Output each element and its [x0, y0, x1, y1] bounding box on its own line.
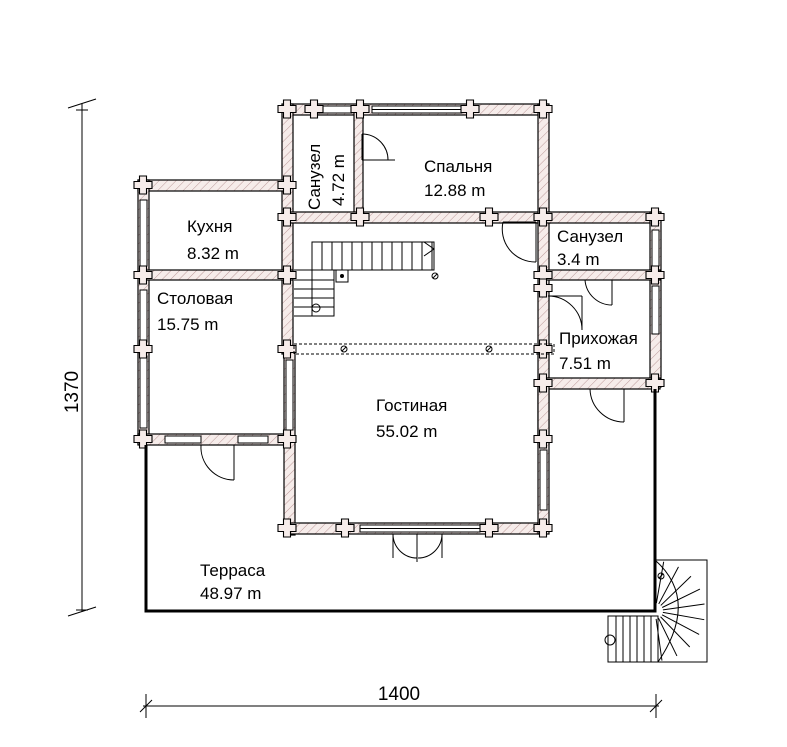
wall-node: [277, 265, 297, 285]
wall-node: [133, 175, 153, 195]
wall-node: [533, 339, 553, 359]
living-name: Гостиная: [376, 396, 447, 415]
wall-node: [533, 429, 553, 449]
width-dimension: 1400: [378, 684, 420, 705]
bedroom-name: Спальня: [424, 157, 492, 176]
wall-node: [645, 207, 665, 227]
windows: [139, 105, 660, 533]
terrace-outline: [144, 389, 657, 613]
bathroom-upper-name: Санузел: [305, 144, 324, 210]
wall-node: [277, 518, 297, 538]
kitchen-name: Кухня: [187, 217, 233, 236]
bathroom-right-area: 3.4 m: [557, 250, 600, 269]
wall-node: [479, 207, 499, 227]
wall-node: [133, 265, 153, 285]
bathroom-right-name: Санузел: [557, 227, 623, 246]
wall-node: [645, 373, 665, 393]
wall-node: [277, 339, 297, 359]
exterior-stair-step: [662, 611, 705, 621]
terrace-name: Терраса: [200, 561, 266, 580]
wall-node: [277, 207, 297, 227]
wall-node: [533, 373, 553, 393]
bathroom-upper-area: 4.72 m: [329, 154, 348, 206]
wall-node: [479, 518, 499, 538]
terrace-area: 48.97 m: [200, 584, 261, 603]
wall-node: [645, 265, 665, 285]
wall-node: [350, 99, 370, 119]
dimension-lines: [67, 98, 663, 718]
interior-staircase: [294, 241, 439, 317]
wall-node: [277, 175, 297, 195]
exterior-stair-step: [658, 566, 679, 605]
exterior-stair-step: [658, 617, 678, 657]
wall-node: [460, 99, 480, 119]
wall-node: [533, 207, 553, 227]
doors: [200, 133, 625, 562]
exterior-stair-step: [655, 561, 665, 604]
exterior-stair-step: [662, 603, 705, 611]
exterior-stair-step: [661, 614, 700, 635]
hallway-area: 7.51 m: [559, 354, 611, 373]
wall-node: [277, 99, 297, 119]
living-area: 55.02 m: [376, 422, 437, 441]
bedroom-area: 12.88 m: [424, 181, 485, 200]
kitchen-area: 8.32 m: [187, 244, 239, 263]
exterior-stair-step: [661, 588, 701, 608]
exterior-staircase: [604, 559, 708, 663]
wall-node: [277, 429, 297, 449]
wall-node: [533, 99, 553, 119]
exterior-stair-step: [660, 616, 691, 648]
room-labels: Санузел 4.72 m Спальня 12.88 m Кухня 8.3…: [157, 144, 638, 603]
dining-area: 15.75 m: [157, 315, 218, 334]
hallway-name: Прихожая: [559, 329, 638, 348]
wall-node: [350, 207, 370, 227]
height-dimension: 1370: [62, 371, 83, 413]
exterior-stair-step: [655, 618, 663, 661]
wall-node: [533, 278, 553, 298]
wall-nodes: [133, 99, 665, 538]
ceiling-beam: [293, 343, 555, 355]
wall-node: [133, 339, 153, 359]
dining-name: Столовая: [157, 289, 233, 308]
wall-node: [533, 518, 553, 538]
dimension-labels: 1370 1400: [62, 371, 420, 705]
wall-node: [304, 99, 324, 119]
wall-node: [335, 518, 355, 538]
